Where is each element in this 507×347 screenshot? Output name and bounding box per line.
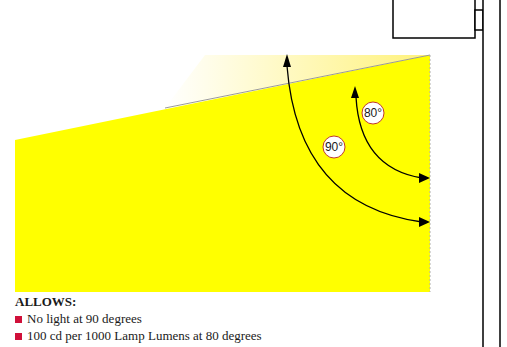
arrowhead: [283, 54, 291, 67]
arrowhead: [419, 173, 430, 183]
notes-heading: ALLOWS:: [15, 294, 76, 310]
light-region: [15, 55, 430, 292]
note-text: No light at 90 degrees: [27, 311, 142, 327]
mount-arm: [475, 10, 483, 30]
arrowhead: [351, 86, 359, 98]
angle-arc-90: [287, 66, 422, 222]
angle-label: 80°: [361, 106, 385, 120]
angle-badge: [323, 136, 345, 158]
cutoff-line: [165, 55, 430, 108]
note-text: 100 cd per 1000 Lamp Lumens at 80 degree…: [27, 328, 262, 344]
bullet: [15, 316, 22, 323]
luminaire-box: [393, 0, 475, 38]
nadir-line: [430, 55, 431, 292]
pole: [483, 0, 500, 347]
angle-label: 90°: [322, 140, 346, 154]
angle-badge: [362, 102, 384, 124]
angle-arc-80: [356, 97, 422, 178]
bullet: [15, 333, 22, 340]
arrowhead: [419, 217, 430, 227]
